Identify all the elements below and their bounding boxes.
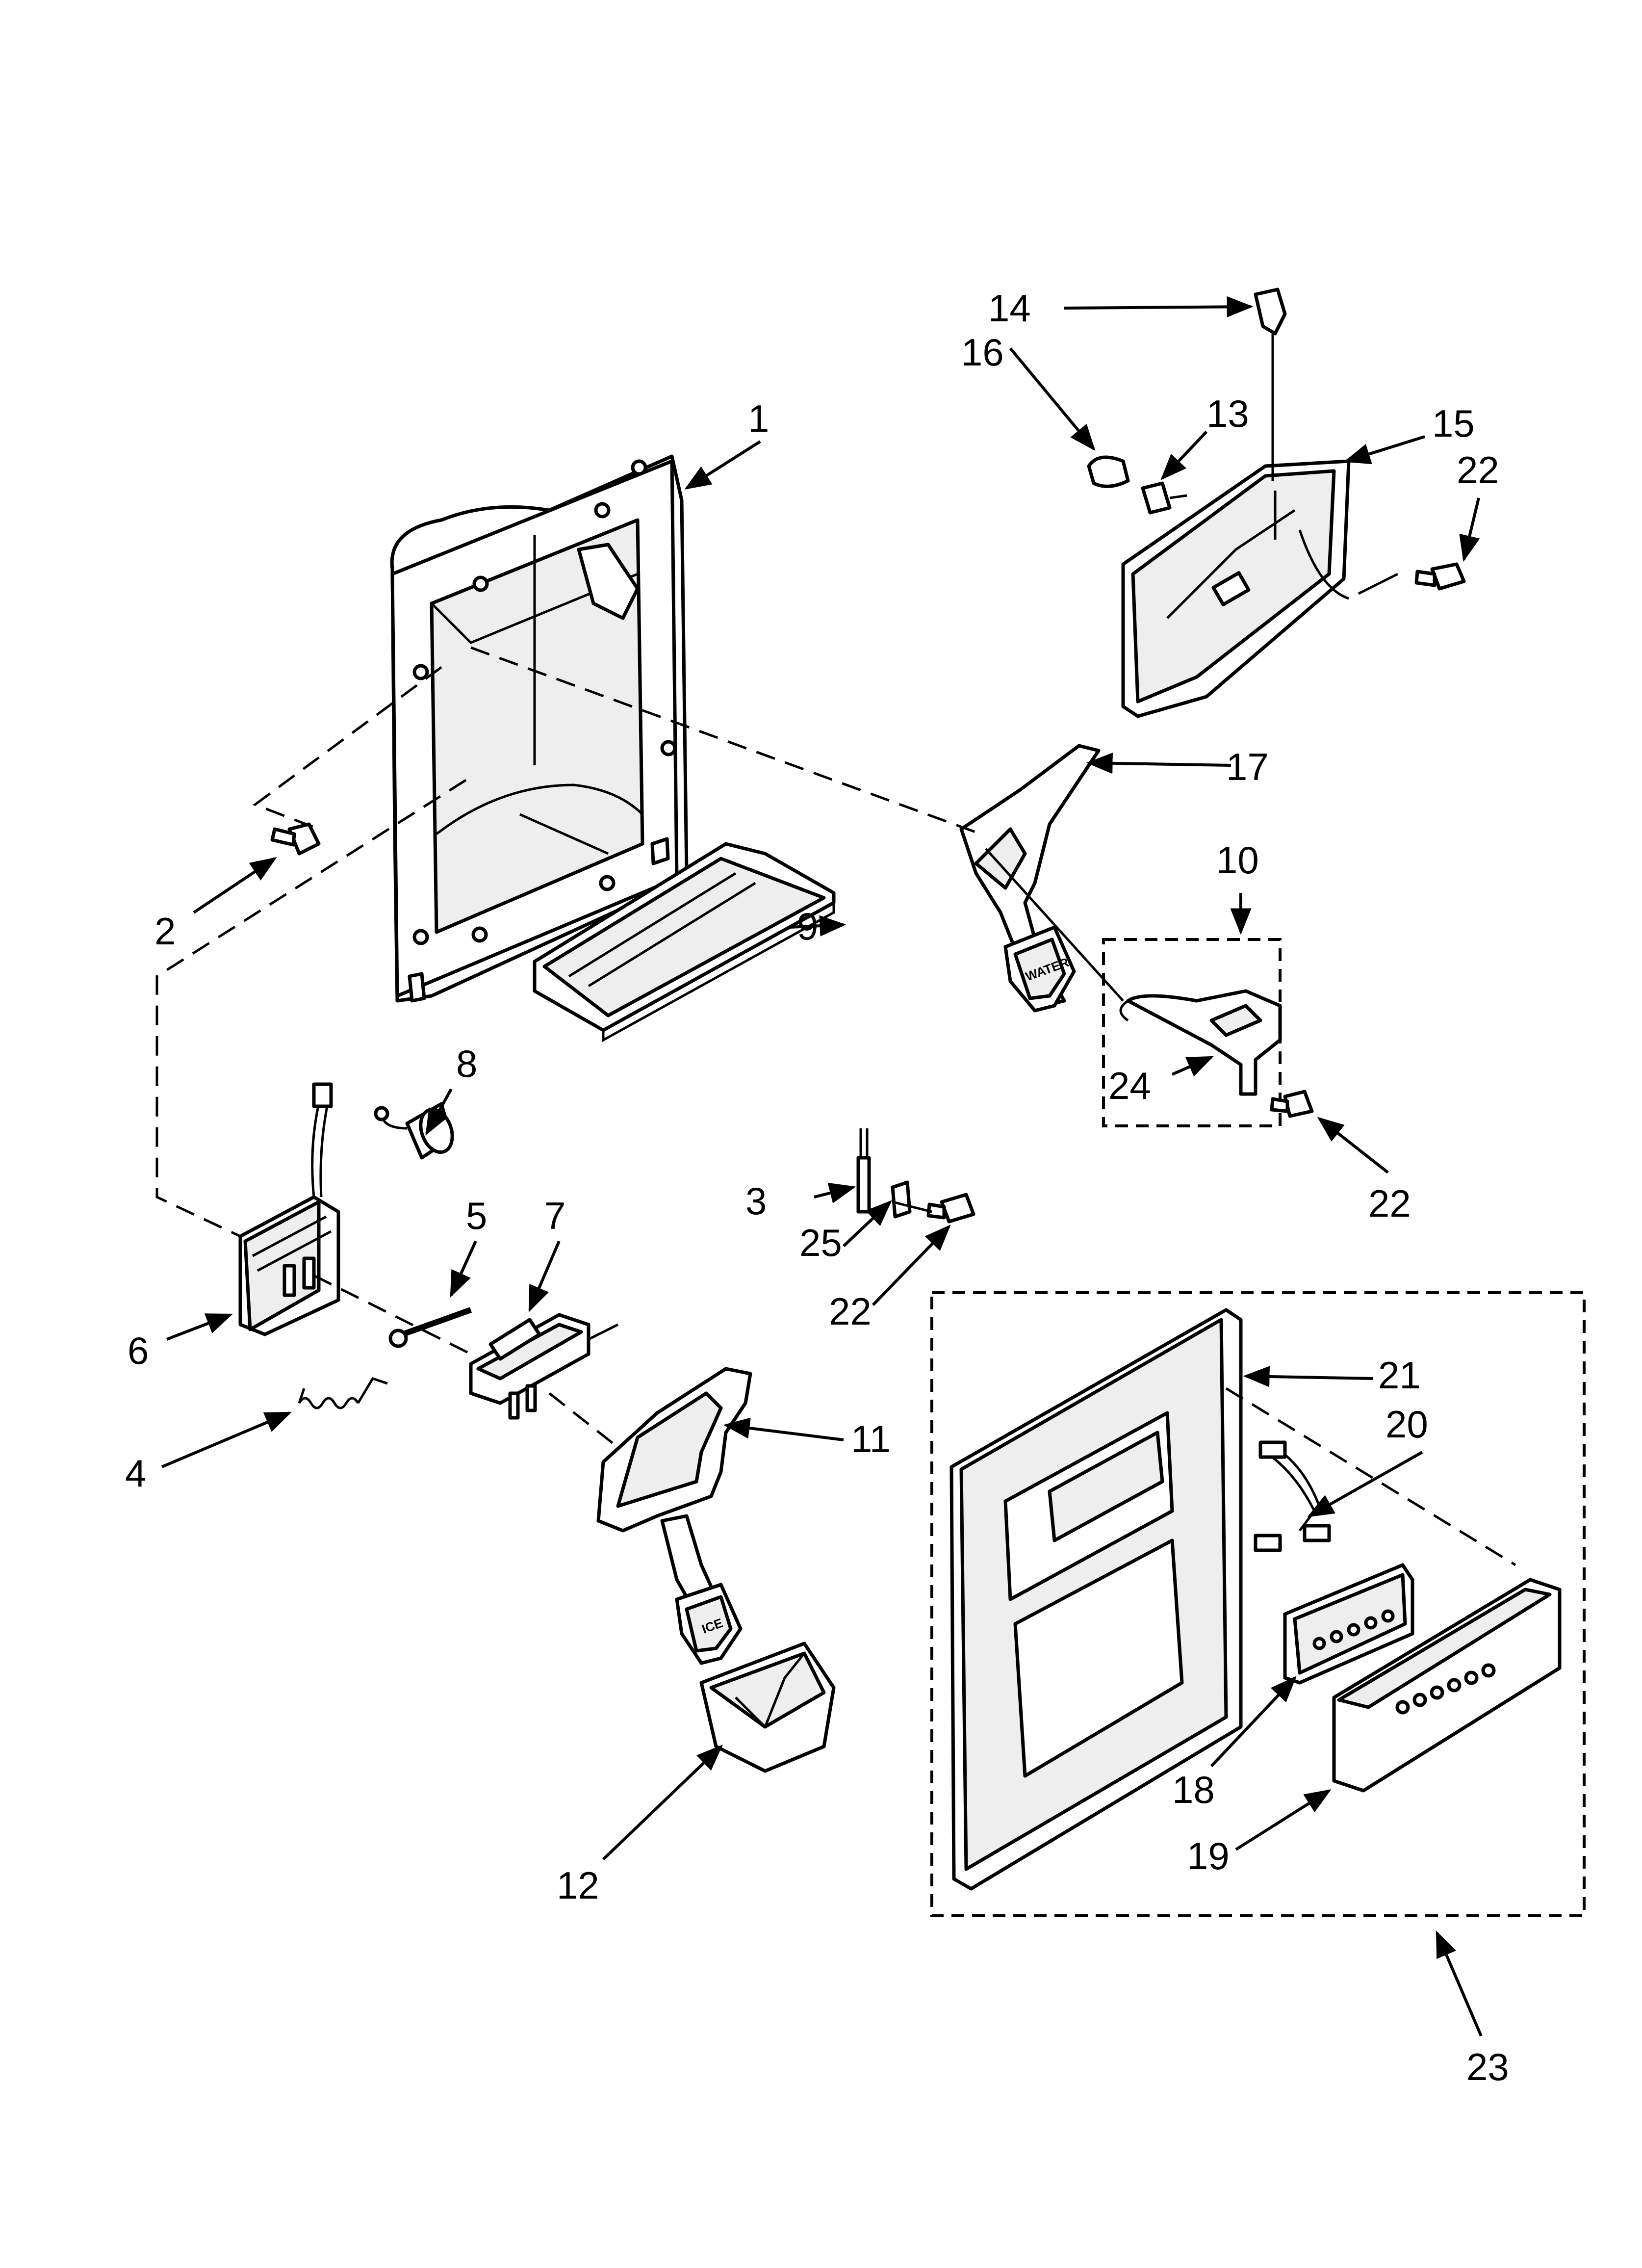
screw-part-2 (270, 822, 321, 856)
spring-part-4 (298, 1377, 388, 1409)
reference-lines (155, 573, 1516, 1566)
callout-5: 5 (466, 1194, 487, 1237)
callout-12: 12 (557, 1864, 599, 1907)
callout-2: 2 (154, 910, 176, 953)
callout-24: 24 (1108, 1064, 1151, 1107)
ice-actuator-part-11: ICE (596, 1367, 752, 1665)
screw-part-22-right (1270, 1090, 1314, 1118)
water-paddle-kit-part-24 (1119, 989, 1282, 1096)
pin-part-5 (388, 1307, 472, 1348)
callout-17: 17 (1226, 745, 1269, 788)
callout-22-upper: 22 (1457, 448, 1499, 492)
front-panel-part-21 (949, 1308, 1243, 1891)
bulb-part-16 (1087, 455, 1130, 488)
callout-25: 25 (799, 1221, 842, 1264)
callout-16: 16 (961, 331, 1004, 374)
callout-labels: 1 2 3 4 5 6 7 8 9 10 11 12 13 14 15 16 1… (125, 287, 1509, 2088)
drip-tray-part (533, 842, 836, 1043)
dispenser-housing-part (390, 454, 689, 1003)
callout-13: 13 (1206, 392, 1249, 435)
bracket-part-25 (891, 1180, 912, 1219)
lever-part-7 (469, 1313, 619, 1420)
microswitch-part-14 (1254, 287, 1287, 481)
callout-8: 8 (456, 1042, 477, 1085)
water-actuator-part-17: WATER (959, 744, 1101, 1013)
callout-22-right: 22 (1368, 1182, 1411, 1225)
callout-3: 3 (745, 1179, 767, 1223)
callout-22-middle: 22 (829, 1290, 872, 1333)
callout-6: 6 (128, 1329, 149, 1372)
callout-19: 19 (1187, 1834, 1230, 1877)
clip-part-3 (856, 1128, 871, 1214)
callout-18: 18 (1172, 1768, 1215, 1811)
screw-part-22-middle (926, 1193, 975, 1224)
callout-14: 14 (988, 287, 1031, 330)
leader-arrows (161, 296, 1483, 2037)
upper-housing-part-15 (1121, 459, 1351, 718)
ice-chute-cup-part-12 (699, 1642, 836, 1773)
callout-10: 10 (1216, 838, 1259, 882)
callout-7: 7 (544, 1194, 565, 1237)
callout-20: 20 (1385, 1403, 1428, 1446)
callout-21: 21 (1378, 1354, 1421, 1397)
callout-4: 4 (125, 1452, 146, 1495)
harness-part-20 (1254, 1440, 1331, 1552)
control-trim-part-19 (1332, 1578, 1562, 1793)
screw-part-22-upper (1414, 562, 1466, 591)
solenoid-part-8 (374, 1102, 454, 1160)
callout-11: 11 (851, 1417, 891, 1460)
callout-1: 1 (748, 397, 769, 440)
module-part-6 (238, 1082, 340, 1336)
socket-part-13 (1141, 481, 1187, 515)
callout-9: 9 (797, 905, 818, 948)
callout-15: 15 (1432, 402, 1475, 445)
kit-box-10 (1102, 938, 1282, 1127)
callout-23: 23 (1466, 2045, 1509, 2088)
